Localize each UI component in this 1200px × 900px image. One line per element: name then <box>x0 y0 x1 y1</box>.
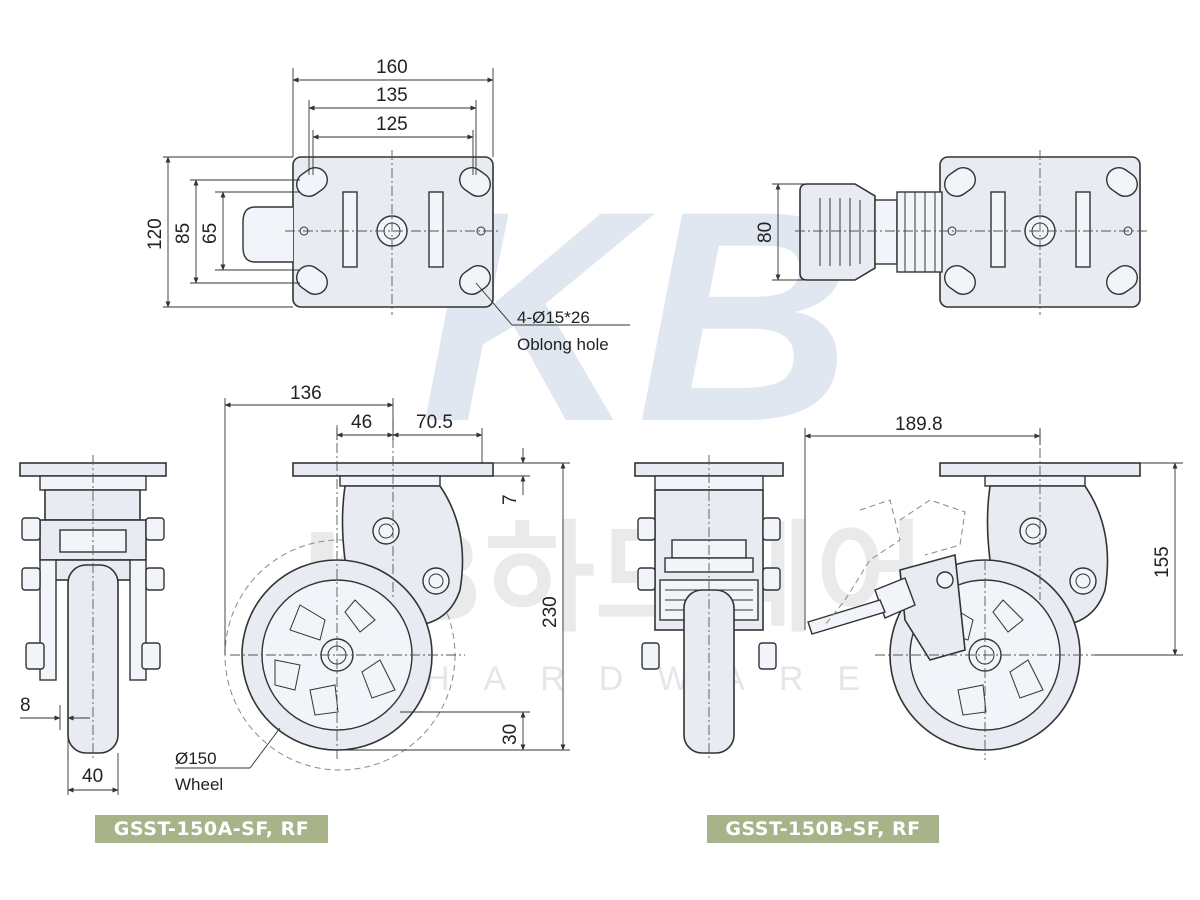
top-view-plate <box>242 150 500 315</box>
hole-spec-note: 4-Ø15*26 <box>517 308 590 327</box>
dim-160: 160 <box>376 57 408 78</box>
dim-80: 80 <box>755 222 776 243</box>
dim-136: 136 <box>290 383 322 404</box>
dim-40: 40 <box>82 766 103 787</box>
wheel-label-note: Wheel <box>175 775 223 794</box>
top-view-brake: 80 <box>755 150 1148 315</box>
dim-65: 65 <box>200 223 221 244</box>
dim-135: 135 <box>376 85 408 106</box>
dim-8: 8 <box>20 695 31 716</box>
dim-155: 155 <box>1152 546 1173 578</box>
dim-70-5: 70.5 <box>416 412 453 433</box>
dim-7: 7 <box>500 494 521 505</box>
front-view-b <box>634 455 784 760</box>
side-view-a: 136 46 70.5 7 230 30 Ø150 Wheel <box>175 383 570 794</box>
dim-189-8: 189.8 <box>895 414 943 435</box>
dim-125: 125 <box>376 114 408 135</box>
wheel-dia-note: Ø150 <box>175 749 217 768</box>
model-label-a: GSST-150A-SF, RF <box>95 815 328 843</box>
dim-30: 30 <box>500 724 521 745</box>
model-label-b: GSST-150B-SF, RF <box>707 815 939 843</box>
dim-85: 85 <box>173 223 194 244</box>
top-view-dimensions: 160 135 125 120 85 65 4-Ø15*26 Oblong ho… <box>145 57 630 354</box>
hole-type-note: Oblong hole <box>517 335 609 354</box>
dim-46: 46 <box>351 412 372 433</box>
dim-120: 120 <box>145 218 166 250</box>
front-view-a: 8 40 <box>19 455 167 795</box>
dim-230: 230 <box>540 596 561 628</box>
side-view-b: 189.8 155 <box>804 414 1183 760</box>
